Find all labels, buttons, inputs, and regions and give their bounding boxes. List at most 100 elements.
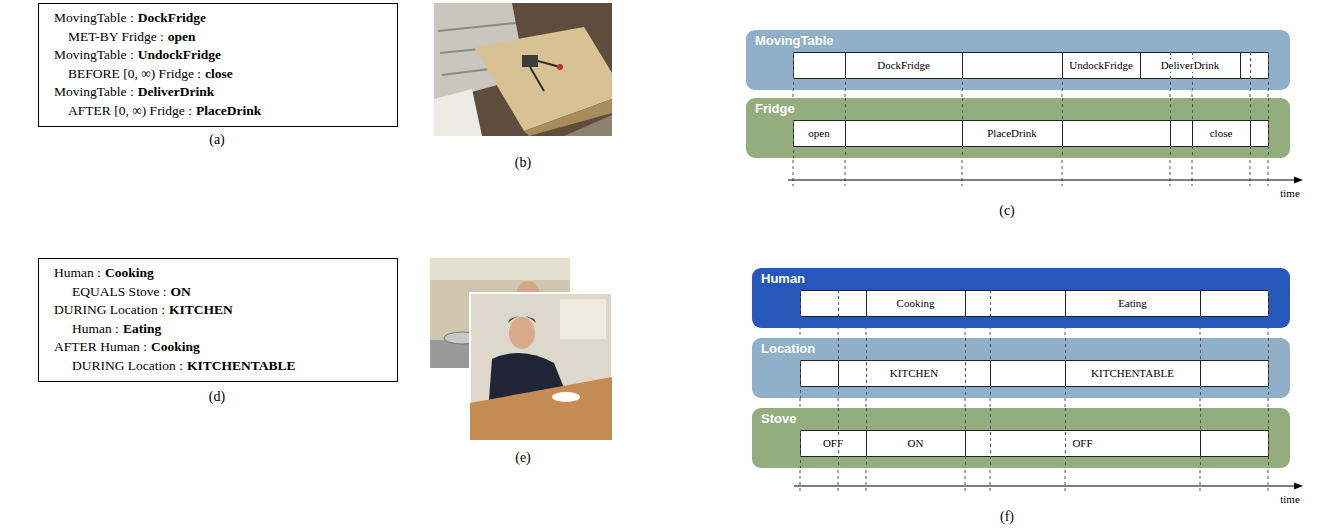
dashed-guide xyxy=(838,290,839,328)
timeline-segment: UndockFridge xyxy=(1062,52,1140,78)
dashed-guide xyxy=(1192,98,1193,158)
segment-divider xyxy=(990,360,991,386)
rule-line: Human : Eating xyxy=(54,320,387,339)
cupboard xyxy=(430,258,570,280)
dashed-guide xyxy=(1065,408,1066,468)
dashed-guide xyxy=(965,408,966,468)
timeline-row xyxy=(801,361,1269,387)
panel-label: (f) xyxy=(1000,508,1014,525)
rule-subject: MovingTable : xyxy=(54,47,134,62)
dashed-guide xyxy=(793,120,794,158)
panel-label: (a) xyxy=(209,131,225,148)
rule-subject: Human : xyxy=(72,321,119,336)
photo-background xyxy=(470,293,612,440)
dashed-guide xyxy=(1170,98,1171,158)
dashed-guide xyxy=(1250,52,1251,90)
panel-label: (b) xyxy=(515,154,531,171)
dashed-guide xyxy=(1268,52,1269,90)
timeline-band: LocationKITCHEN KITCHENTABLE xyxy=(752,338,1290,398)
panel-label: (c) xyxy=(999,202,1015,219)
dashed-guide xyxy=(1268,338,1269,398)
timeline-row xyxy=(801,431,1269,457)
timeline-segment: Cooking xyxy=(866,290,965,316)
robot-arm xyxy=(538,61,560,67)
rule-line: DURING Location :KITCHEN xyxy=(54,301,387,320)
rule-subject: DURING Location : xyxy=(72,358,183,373)
panel-label: (d) xyxy=(209,388,225,405)
rule-line: MovingTable :DockFridge xyxy=(54,9,387,28)
band-heading: Human xyxy=(761,271,805,287)
dashed-guide xyxy=(793,52,794,90)
timeline-segment: DockFridge xyxy=(845,52,962,78)
segment-label: Cooking xyxy=(895,297,937,310)
segment-divider xyxy=(1065,360,1066,386)
segment-divider xyxy=(965,290,966,316)
dashed-guide xyxy=(845,52,846,90)
segment-divider xyxy=(1200,360,1201,386)
segment-label: DockFridge xyxy=(875,59,932,72)
rule-target: Eating xyxy=(123,321,161,336)
segment-divider xyxy=(1200,290,1201,316)
fridge-door xyxy=(434,89,482,136)
rule-box: Human :CookingEQUALS Stove :ONDURING Loc… xyxy=(38,258,398,382)
person-hair xyxy=(508,316,536,323)
dashed-guide xyxy=(1065,338,1066,398)
photo-fridge-docking xyxy=(434,3,612,136)
robot-part xyxy=(522,55,538,67)
dashed-guide xyxy=(838,338,839,398)
dashed-guide xyxy=(1268,408,1269,468)
dashed-guide xyxy=(800,430,801,468)
segment-divider xyxy=(1065,290,1066,316)
segment-divider xyxy=(965,430,966,456)
dashed-guide xyxy=(990,408,991,468)
rule-subject: Human : xyxy=(54,265,101,280)
rule-line: AFTER [0, ∞) Fridge :PlaceDrink xyxy=(54,102,387,121)
robot-part xyxy=(557,64,563,70)
band-heading: MovingTable xyxy=(755,33,833,49)
segment-divider xyxy=(1170,120,1171,146)
timeline-band: StoveOFFONOFF xyxy=(752,408,1290,468)
table xyxy=(470,377,612,440)
segment-label: PlaceDrink xyxy=(985,127,1038,140)
band-background xyxy=(746,30,1290,90)
timeline-segment: ON xyxy=(866,430,965,456)
dashed-guide xyxy=(990,338,991,398)
rule-box: MovingTable :DockFridgeMET-BY Fridge :op… xyxy=(38,3,398,127)
rule-line: MovingTable :DeliverDrink xyxy=(54,83,387,102)
rule-target: KITCHEN xyxy=(169,302,233,317)
rule-target: UndockFridge xyxy=(138,47,221,62)
rule-line: BEFORE [0, ∞) Fridge :close xyxy=(54,65,387,84)
band-background xyxy=(752,338,1290,398)
dashed-guide xyxy=(965,338,966,398)
rule-line: EQUALS Stove :ON xyxy=(54,283,387,302)
rule-subject: BEFORE [0, ∞) Fridge : xyxy=(68,66,201,81)
rule-target: open xyxy=(168,29,196,44)
segment-label: KITCHENTABLE xyxy=(1089,367,1176,380)
panel-label: (e) xyxy=(515,449,531,466)
band-background xyxy=(746,98,1290,158)
band-background xyxy=(752,268,1290,328)
rule-target: Cooking xyxy=(151,339,200,354)
segment-label: open xyxy=(806,127,831,140)
timeline-segment: close xyxy=(1192,120,1250,146)
robot-arm xyxy=(530,67,544,91)
band-heading: Location xyxy=(761,341,815,357)
dashed-guide xyxy=(845,98,846,158)
floor xyxy=(564,115,612,136)
timeline-row xyxy=(794,121,1269,147)
timeline-band: HumanCookingEating xyxy=(752,268,1290,328)
timeline-segment: PlaceDrink xyxy=(962,120,1062,146)
rule-line: MET-BY Fridge :open xyxy=(54,28,387,47)
segment-label: UndockFridge xyxy=(1067,59,1135,72)
segment-label: OFF xyxy=(821,437,845,450)
band-shape xyxy=(752,268,1290,328)
segment-label: KITCHEN xyxy=(888,367,940,380)
rule-target: KITCHENTABLE xyxy=(187,358,296,373)
rule-target: DeliverDrink xyxy=(138,84,215,99)
band-heading: Stove xyxy=(761,411,796,427)
timeline-segment: open xyxy=(793,120,845,146)
segment-divider xyxy=(866,290,867,316)
segment-divider xyxy=(845,120,846,146)
timeline-segment: KITCHENTABLE xyxy=(1065,360,1200,386)
